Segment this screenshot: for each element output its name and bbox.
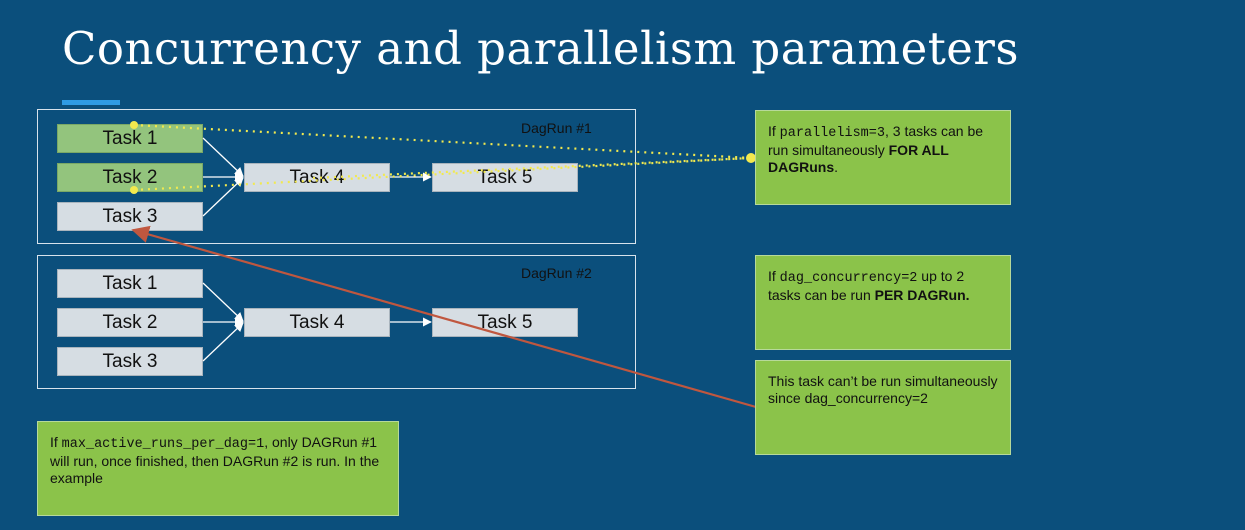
parallelism-dotted-lines — [133, 123, 752, 192]
note-cant-run: This task can’t be run simultaneously si… — [755, 360, 1011, 455]
note-cant-run-text: This task can’t be run simultaneously si… — [768, 373, 998, 406]
dot-task2 — [130, 186, 138, 194]
dagrun-2-box — [37, 255, 636, 389]
dagrun-1-task-2: Task 2 — [57, 163, 203, 192]
dagrun-1-edges — [202, 137, 432, 217]
edge-r2-t1-t4 — [202, 282, 244, 322]
note-parallelism-prefix: If — [768, 123, 780, 139]
dot-task1 — [130, 121, 138, 129]
dotted-line-task2 — [133, 156, 752, 192]
red-arrow-to-task3 — [131, 225, 757, 409]
note-parallelism-text: , 3 tasks can be run simultaneously — [768, 123, 984, 158]
edge-r1-t3-t4 — [202, 177, 244, 217]
note-dag-concurrency-bold: PER DAGRun. — [874, 287, 970, 303]
note-parallelism-suffix: . — [834, 159, 839, 175]
edge-r1-t1-t4 — [202, 137, 244, 177]
title-underline — [62, 100, 120, 105]
note-max-active-runs-prefix: If — [50, 434, 62, 450]
note-parallelism-code: parallelism=3 — [779, 126, 885, 141]
dagrun-2-task-3: Task 3 — [57, 347, 203, 376]
note-dag-concurrency: If dag_concurrency=2 up to 2 tasks can b… — [755, 255, 1011, 350]
dagrun-1-task-1: Task 1 — [57, 124, 203, 153]
note-max-active-runs: If max_active_runs_per_dag=1, only DAGRu… — [37, 421, 399, 516]
note-dag-concurrency-text: up to 2 tasks can be run — [768, 268, 965, 303]
slide-title: Concurrency and parallelism parameters — [62, 22, 1020, 75]
dagrun-2-edges — [202, 282, 432, 362]
dagrun-2-task-4: Task 4 — [244, 308, 390, 337]
dagrun-1-label: DagRun #1 — [521, 120, 592, 136]
dagrun-2-label: DagRun #2 — [521, 265, 592, 281]
dot-note — [746, 153, 756, 163]
dagrun-2-task-1: Task 1 — [57, 269, 203, 298]
edge-r2-t3-t4 — [202, 322, 244, 362]
parallelism-dots — [130, 121, 756, 194]
dotted-line-task1 — [133, 123, 752, 160]
note-max-active-runs-text: , only DAGRun #1 will run, once finished… — [50, 434, 380, 486]
note-parallelism: If parallelism=3, 3 tasks can be run sim… — [755, 110, 1011, 205]
dotted-line-task4 — [312, 156, 752, 180]
note-max-active-runs-code: max_active_runs_per_dag=1 — [61, 437, 265, 452]
note-parallelism-bold: FOR ALL DAGRuns — [768, 142, 949, 175]
dagrun-1-task-3: Task 3 — [57, 202, 203, 231]
dagrun-1-box — [37, 109, 636, 244]
note-dag-concurrency-prefix: If — [768, 268, 780, 284]
dagrun-2-task-2: Task 2 — [57, 308, 203, 337]
note-dag-concurrency-code: dag_concurrency=2 — [779, 271, 918, 286]
